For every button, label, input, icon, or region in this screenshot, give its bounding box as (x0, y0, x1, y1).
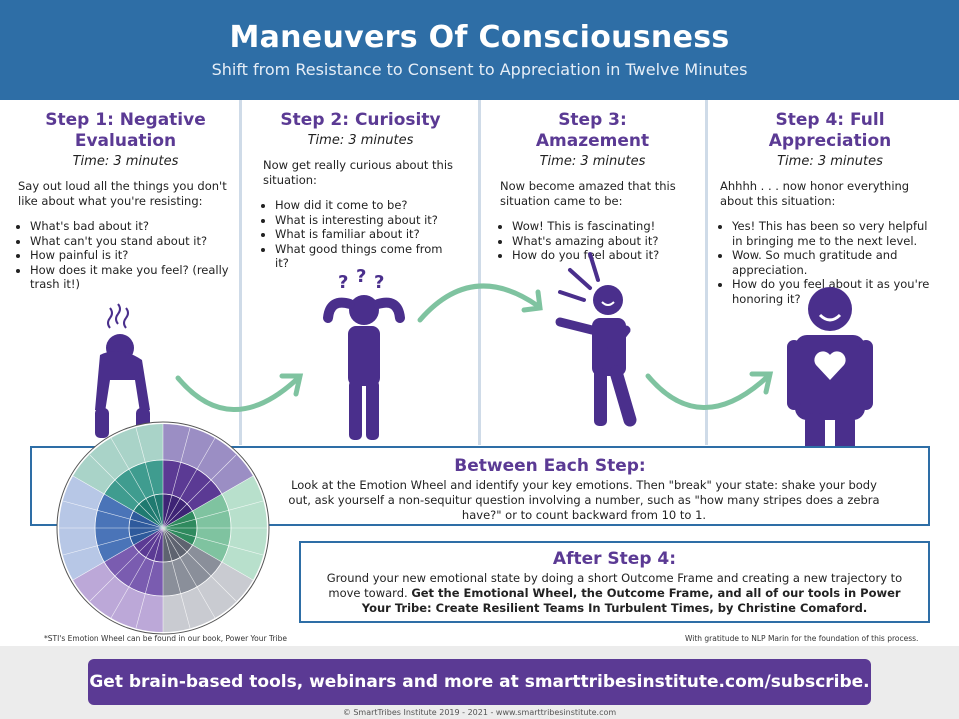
step-1-panel: Step 1: Negative Evaluation Time: 3 minu… (18, 110, 233, 292)
between-text: Look at the Emotion Wheel and identify y… (288, 478, 880, 522)
list-item: How did it come to be? (275, 198, 458, 213)
page-title: Maneuvers Of Consciousness (229, 20, 730, 55)
list-item: How painful is it? (30, 248, 233, 263)
column-divider (705, 100, 708, 445)
header-banner: Maneuvers Of Consciousness Shift from Re… (0, 0, 959, 100)
step-2-time: Time: 3 minutes (307, 133, 414, 148)
arrow-3-icon (645, 371, 774, 410)
after-text: Ground your new emotional state by doing… (326, 571, 903, 600)
after-step-box: After Step 4: Ground your new emotional … (299, 541, 930, 623)
slumped-figure-icon (95, 303, 150, 438)
list-item: What can't you stand about it? (30, 234, 233, 249)
svg-text:?: ? (356, 266, 366, 287)
after-text-wrap: Ground your new emotional state by doing… (301, 571, 928, 616)
list-item: How do you feel about it? (512, 248, 685, 263)
step-1-time: Time: 3 minutes (72, 154, 179, 169)
column-divider (478, 100, 481, 445)
step-3-time: Time: 3 minutes (539, 154, 646, 169)
step-1-title: Step 1: Negative Evaluation (45, 110, 206, 151)
list-item: What's amazing about it? (512, 234, 685, 249)
heart-figure-icon (787, 287, 873, 498)
amazed-figure-icon (555, 252, 637, 427)
list-item: How does it make you feel? (really trash… (30, 263, 233, 292)
svg-text:?: ? (374, 272, 384, 293)
gratitude-footnote: With gratitude to NLP Marin for the foun… (685, 634, 919, 643)
step-3-panel: Step 3: Amazement Time: 3 minutes Now be… (500, 110, 685, 263)
page-subtitle: Shift from Resistance to Consent to Appr… (211, 60, 748, 79)
step-3-intro: Now become amazed that this situation ca… (500, 179, 676, 208)
step-4-title: Step 4: Full Appreciation (768, 110, 892, 151)
step-3-list: Wow! This is fascinating! What's amazing… (500, 219, 685, 263)
curious-figure-icon: ? ? ? (323, 266, 405, 440)
list-item: Wow. So much gratitude and appreciation. (732, 248, 940, 277)
subscribe-cta-banner[interactable]: Get brain-based tools, webinars and more… (88, 659, 871, 705)
after-bold-text: Get the Emotional Wheel, the Outcome Fra… (361, 586, 901, 615)
step-2-intro: Now get really curious about this situat… (263, 158, 454, 187)
wheel-footnote: *STI's Emotion Wheel can be found in our… (44, 634, 287, 643)
after-title: After Step 4: (552, 549, 677, 569)
list-item: What is familiar about it? (275, 227, 458, 242)
step-2-title: Step 2: Curiosity (280, 110, 441, 130)
step-4-time: Time: 3 minutes (777, 154, 883, 169)
step-4-intro: Ahhhh . . . now honor everything about t… (720, 179, 910, 208)
step-1-list: What's bad about it? What can't you stan… (18, 219, 233, 292)
step-4-panel: Step 4: Full Appreciation Time: 3 minute… (720, 110, 940, 306)
copyright-text: © SmartTribes Institute 2019 - 2021 - ww… (342, 708, 617, 717)
arrow-1-icon (175, 373, 304, 412)
arrow-2-icon (417, 283, 543, 323)
step-1-intro: Say out loud all the things you don't li… (18, 179, 227, 208)
step-2-list: How did it come to be? What is interesti… (263, 198, 458, 271)
svg-text:?: ? (338, 272, 348, 293)
list-item: Yes! This has been so very helpful in br… (732, 219, 940, 248)
list-item: What's bad about it? (30, 219, 233, 234)
step-2-panel: Step 2: Curiosity Time: 3 minutes Now ge… (263, 110, 458, 271)
between-title: Between Each Step: (454, 456, 646, 476)
emotion-wheel-icon (56, 421, 270, 635)
column-divider (239, 100, 242, 445)
list-item: What is interesting about it? (275, 213, 458, 228)
step-3-title: Step 3: Amazement (535, 110, 650, 151)
step-4-list: Yes! This has been so very helpful in br… (720, 219, 940, 306)
list-item: What good things come from it? (275, 242, 458, 271)
list-item: How do you feel about it as you're honor… (732, 277, 940, 306)
list-item: Wow! This is fascinating! (512, 219, 685, 234)
